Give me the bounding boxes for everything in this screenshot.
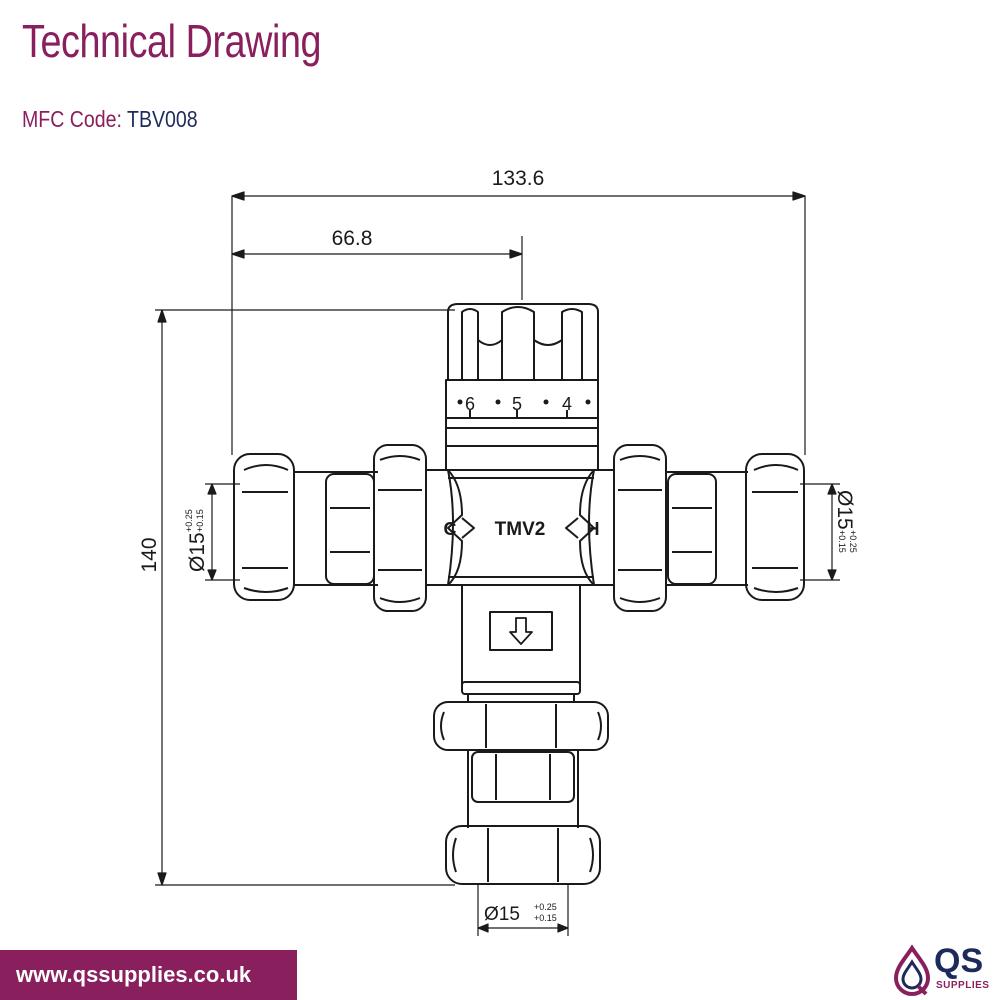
bottom-port-label: Ø15 +0.25 +0.15 — [484, 902, 557, 925]
svg-text:+0.25: +0.25 — [534, 902, 557, 912]
outlet-lower-nut — [445, 825, 601, 885]
svg-text:+0.25: +0.25 — [184, 509, 194, 532]
qs-logo: QS SUPPLIES — [890, 942, 1000, 1000]
svg-text:+0.15: +0.15 — [837, 530, 847, 553]
dial-cap — [445, 303, 599, 470]
valve-body — [426, 469, 614, 586]
svg-text:Ø15: Ø15 — [186, 532, 209, 572]
svg-text:+0.15: +0.15 — [195, 509, 205, 532]
right-pipe — [666, 471, 748, 586]
right-inner-nut — [613, 444, 667, 612]
dimension-overall-width — [231, 191, 806, 455]
logo-subtext: SUPPLIES — [936, 980, 990, 991]
body-label: TMV2 — [495, 519, 546, 540]
mfc-code-label: MFC Code: — [22, 106, 128, 132]
page-title: Technical Drawing — [22, 15, 322, 67]
cold-label: C — [444, 519, 457, 539]
svg-text:Ø15: Ø15 — [484, 904, 520, 925]
right-port-label: Ø15 +0.25 +0.15 — [833, 490, 858, 553]
svg-text:+0.25: +0.25 — [848, 530, 858, 553]
outlet-upper-nut — [433, 701, 609, 751]
dim-half-width-label: 66.8 — [332, 227, 373, 250]
left-outer-nut — [233, 453, 295, 601]
outlet-body — [461, 585, 581, 702]
right-outer-nut — [745, 453, 805, 601]
dimension-right-port — [800, 483, 840, 581]
dimension-height — [155, 309, 455, 886]
dial-mark-5: 5 — [512, 394, 522, 414]
svg-text:+0.15: +0.15 — [534, 913, 557, 923]
logo-text: QS — [934, 942, 984, 980]
dim-height-label: 140 — [138, 537, 161, 572]
hot-inlet-chevron — [565, 517, 579, 539]
dial-dots — [457, 399, 591, 405]
dimension-half-width — [231, 236, 523, 300]
left-port-label: Ø15 +0.25 +0.15 — [184, 509, 209, 572]
dial-mark-4: 4 — [562, 394, 572, 414]
svg-text:Ø15: Ø15 — [833, 490, 856, 530]
mfc-code-value: TBV008 — [127, 106, 198, 132]
drop-logo-icon — [893, 944, 931, 996]
hot-label: H — [587, 519, 600, 539]
footer-bar: www.qssupplies.co.uk — [0, 950, 297, 1000]
dial-mark-6: 6 — [465, 394, 475, 414]
left-pipe — [294, 471, 378, 586]
cold-inlet-chevron — [461, 517, 475, 539]
left-inner-nut — [373, 444, 427, 612]
outlet-pipe — [467, 750, 579, 828]
mfc-code-line: MFC Code: TBV008 — [22, 106, 198, 133]
dimension-bottom-port — [477, 885, 569, 936]
dim-overall-width-label: 133.6 — [492, 167, 545, 190]
website-link[interactable]: www.qssupplies.co.uk — [16, 962, 252, 987]
dimension-left-port — [205, 483, 240, 581]
